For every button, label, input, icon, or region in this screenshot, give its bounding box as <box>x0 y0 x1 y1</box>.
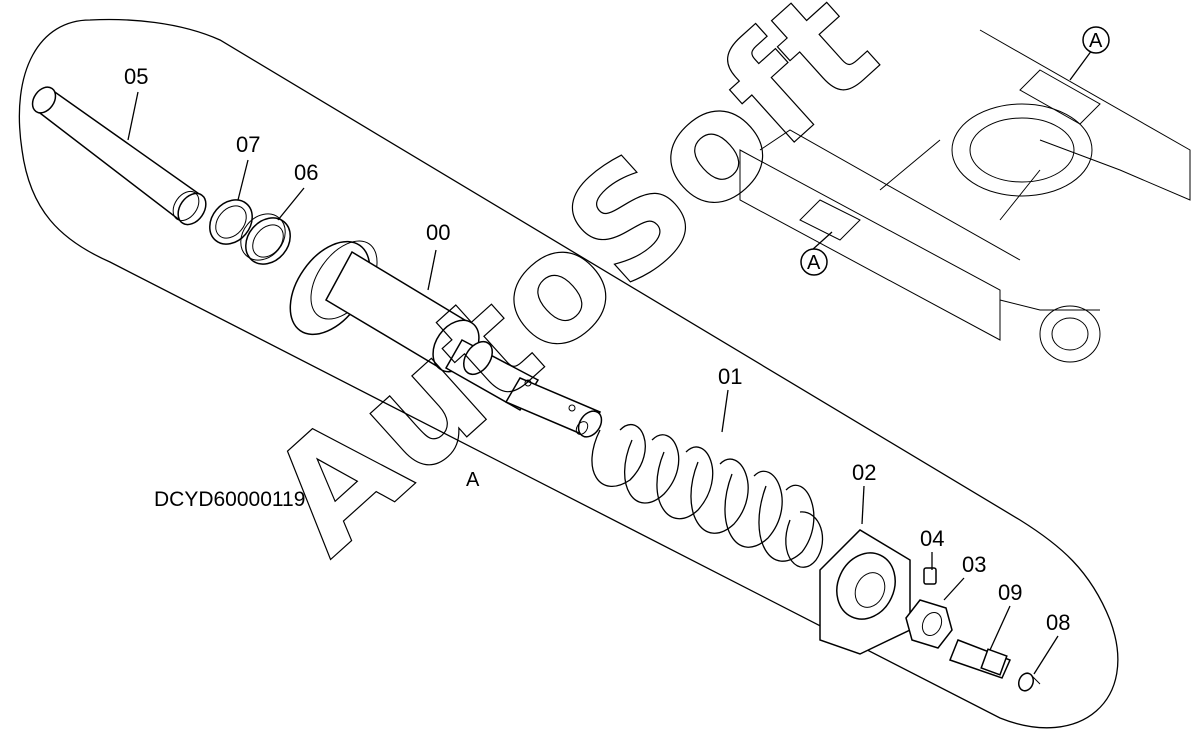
section-ref-left: A <box>807 252 821 274</box>
track-frame <box>739 29 1191 363</box>
part-08-nipple[interactable] <box>1016 671 1041 693</box>
part-06-seal[interactable] <box>232 205 300 273</box>
label-06: 06 <box>294 160 318 185</box>
part-05-cylinder[interactable] <box>28 83 212 230</box>
label-01: 01 <box>718 364 742 389</box>
assembly-outline <box>18 18 1119 729</box>
label-00: 00 <box>426 220 450 245</box>
section-ref-top: A <box>1089 30 1103 52</box>
label-08: 08 <box>1046 610 1070 635</box>
part-09-valve[interactable] <box>949 639 1012 679</box>
part-02-bracket[interactable] <box>819 529 911 655</box>
leader-lines <box>127 49 1093 675</box>
section-ref-main: A <box>466 469 480 491</box>
label-09: 09 <box>998 580 1022 605</box>
label-03: 03 <box>962 552 986 577</box>
part-07-ring[interactable] <box>201 191 261 252</box>
label-02: 02 <box>852 460 876 485</box>
drawing-code: DCYD60000119 <box>154 488 305 511</box>
label-04: 04 <box>920 526 944 551</box>
part-04-fitting[interactable] <box>923 567 937 585</box>
part-01-spring[interactable] <box>591 423 824 568</box>
label-07: 07 <box>236 132 260 157</box>
section-marker-left: A <box>800 248 828 276</box>
label-05: 05 <box>124 64 148 89</box>
part-00-cylinder-rod[interactable] <box>274 227 606 441</box>
section-marker-top: A <box>1082 26 1110 54</box>
part-03-nut[interactable] <box>905 599 953 649</box>
